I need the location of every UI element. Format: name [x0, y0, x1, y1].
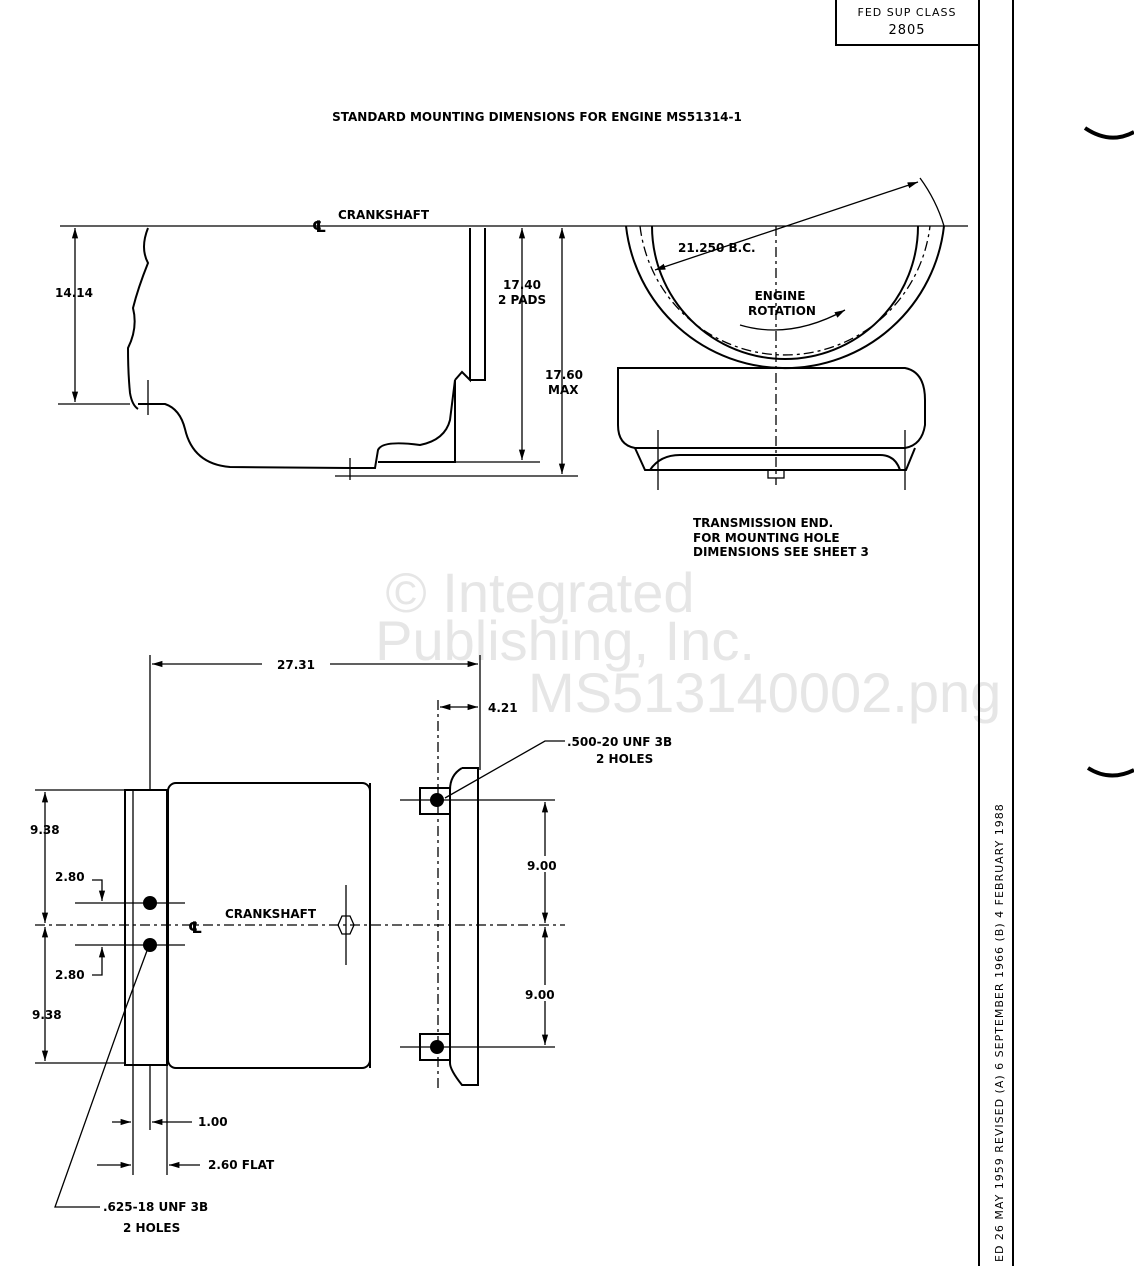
- dim-9-38-lower: 9.38: [32, 1008, 62, 1022]
- watermark-line-3: MS513140002.png: [528, 661, 1001, 724]
- dim-9-00-upper: 9.00: [527, 859, 557, 873]
- dim-27-31: 27.31: [277, 658, 315, 672]
- dim-4-21: 4.21: [488, 701, 518, 715]
- transmission-note-line-2: FOR MOUNTING HOLE: [693, 531, 840, 545]
- end-view: 21.250 B.C. ENGINE ROTATION TRANSMISSION…: [617, 177, 945, 559]
- dim-14-14: 14.14: [55, 286, 93, 300]
- watermark: © Integrated Publishing, Inc. MS51314000…: [375, 561, 1001, 724]
- plan-view: 27.31 4.21 .500-20 UNF 3B 2 HOLES ℄ CRAN…: [30, 655, 672, 1235]
- dim-9-00-lower: 9.00: [525, 988, 555, 1002]
- dim-1-00: 1.00: [198, 1115, 228, 1129]
- hole-spec-right-line-1: .500-20 UNF 3B: [567, 735, 672, 749]
- hole-spec-right-line-2: 2 HOLES: [596, 752, 653, 766]
- transmission-note-line-3: DIMENSIONS SEE SHEET 3: [693, 545, 869, 559]
- plan-crankshaft-label: CRANKSHAFT: [225, 907, 317, 921]
- crankshaft-label: CRANKSHAFT: [338, 208, 430, 222]
- fed-sup-class-number: 2805: [888, 23, 925, 38]
- plan-centerline-symbol: ℄: [188, 918, 202, 937]
- drawing-title: STANDARD MOUNTING DIMENSIONS FOR ENGINE …: [332, 110, 742, 124]
- bolt-circle-label: 21.250 B.C.: [678, 241, 756, 255]
- hole-spec-left-line-2: 2 HOLES: [123, 1221, 180, 1235]
- side-view: ℄ CRANKSHAFT 14.14 17.40 2 PADS 17.60 MA…: [55, 208, 968, 480]
- sheet-frame: FED SUP CLASS 2805 ED 26 MAY 1959 REVISE…: [835, 0, 1134, 1266]
- dim-9-38-upper: 9.38: [30, 823, 60, 837]
- revision-strip: ED 26 MAY 1959 REVISED (A) 6 SEPTEMBER 1…: [993, 803, 1006, 1262]
- dim-2-80-lower: 2.80: [55, 968, 85, 982]
- fed-sup-class-label: FED SUP CLASS: [858, 6, 957, 19]
- dim-2-80-upper: 2.80: [55, 870, 85, 884]
- engine-rotation-line-2: ROTATION: [748, 304, 816, 318]
- dim-2-pads: 2 PADS: [498, 293, 546, 307]
- dim-max: MAX: [548, 383, 579, 397]
- engine-rotation-line-1: ENGINE: [755, 289, 806, 303]
- dim-2-60-flat: 2.60 FLAT: [208, 1158, 275, 1172]
- centerline-symbol: ℄: [312, 217, 326, 236]
- dim-17-40: 17.40: [503, 278, 541, 292]
- transmission-note-line-1: TRANSMISSION END.: [693, 516, 833, 530]
- dim-17-60: 17.60: [545, 368, 583, 382]
- hole-spec-left-line-1: .625-18 UNF 3B: [103, 1200, 208, 1214]
- watermark-line-1: © Integrated: [385, 561, 694, 624]
